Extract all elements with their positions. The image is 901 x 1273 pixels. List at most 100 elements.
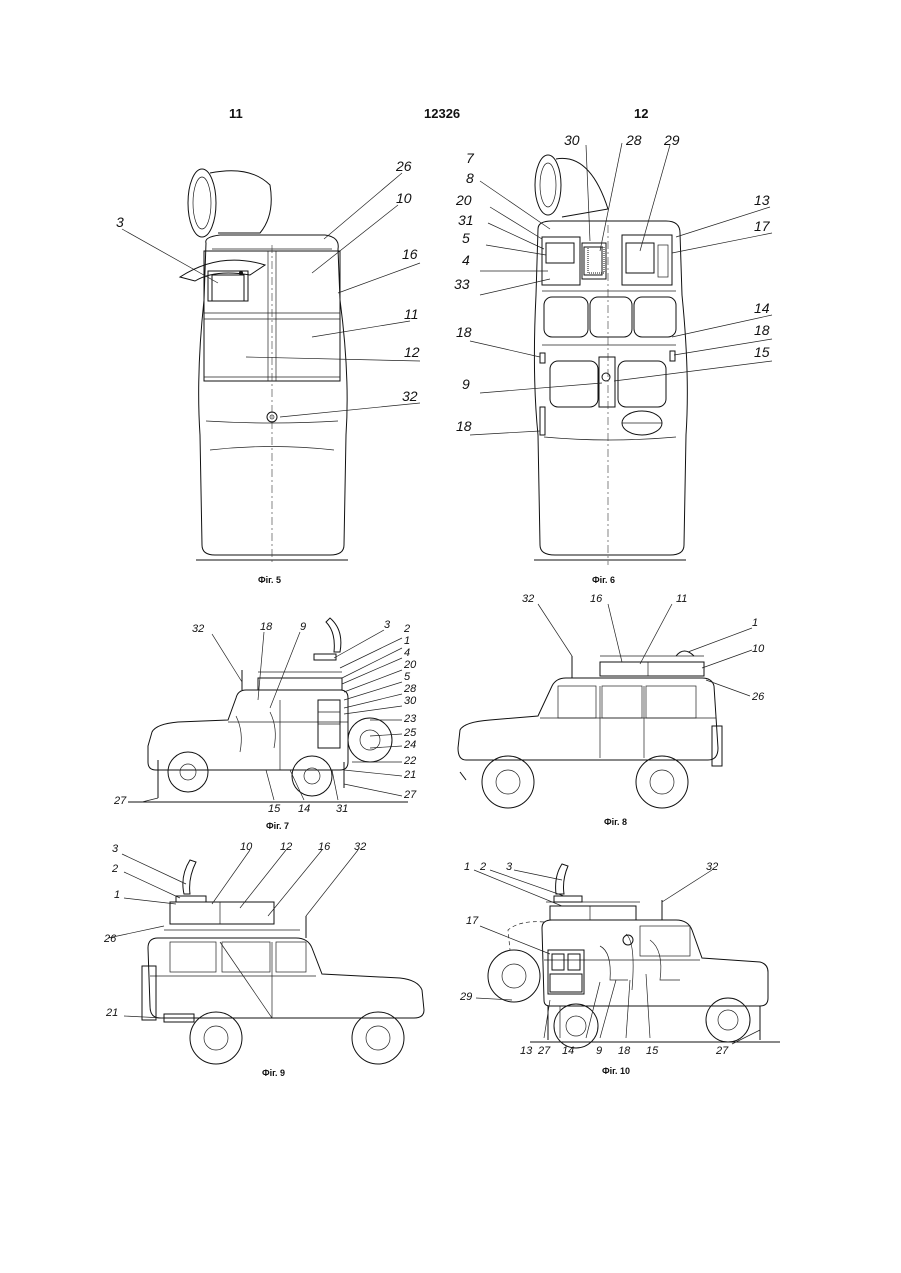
callout-2: 2 [111,863,118,875]
figure-10-side-view: 1 2 3 32 17 29 13 27 14 9 18 15 27 [450,850,790,1065]
callout-17: 17 [754,218,771,234]
callout-17: 17 [466,915,479,927]
roof-box [258,678,342,690]
callout-31: 31 [458,212,474,228]
callout-25: 25 [403,727,417,739]
callout-29: 29 [459,991,472,1003]
figure-9-side-view: 10 12 16 32 3 2 1 26 21 [100,838,440,1068]
callout-30: 30 [564,132,580,148]
callout-14: 14 [754,300,770,316]
rear-wheel [190,1012,242,1064]
caption-fig-5: Фіг. 5 [258,575,281,585]
callout-20: 20 [403,659,417,671]
callout-22: 22 [403,755,416,767]
callout-31: 31 [336,803,348,815]
callout-12: 12 [404,344,420,360]
callout-13: 13 [520,1045,533,1057]
figure-5-top-view: 26 10 3 16 11 12 32 [100,125,440,575]
callout-32: 32 [192,623,204,635]
spare-wheel-rear [348,718,392,762]
spare-wheel-shape [188,169,216,237]
rear-seat-right [634,297,676,337]
caption-fig-10: Фіг. 10 [602,1066,630,1076]
callout-16: 16 [402,246,418,262]
callout-9: 9 [596,1045,602,1057]
callout-11: 11 [676,593,687,605]
page-number-right: 12 [634,106,648,121]
callout-29: 29 [663,132,680,148]
callout-8: 8 [466,170,474,186]
front-wheel [706,998,750,1042]
callout-21: 21 [403,769,416,781]
callout-26: 26 [751,691,765,703]
callout-30: 30 [404,695,417,707]
callout-18-left: 18 [456,324,472,340]
vehicle-body-outline [199,235,347,555]
side-window-3 [646,686,696,718]
callout-9: 9 [462,376,470,392]
callout-11: 11 [404,306,419,322]
caption-fig-6: Фіг. 6 [592,575,615,585]
satellite-dish [183,860,196,894]
callout-15: 15 [646,1045,659,1057]
callout-2: 2 [479,861,486,873]
page-number-left: 11 [229,106,243,121]
callout-24: 24 [403,739,416,751]
spare-wheel-rear [488,950,540,1002]
side-window-1 [170,942,216,972]
callout-10: 10 [396,190,412,206]
callout-33: 33 [454,276,470,292]
document-number: 12326 [424,106,460,121]
callout-5: 5 [462,230,470,246]
rear-seat-center [590,297,632,337]
callout-32: 32 [402,388,418,404]
callout-28: 28 [625,132,642,148]
callout-18: 18 [260,621,273,633]
caption-fig-8: Фіг. 8 [604,817,627,827]
callout-1: 1 [464,861,470,873]
callout-5: 5 [404,671,411,683]
callout-23: 23 [403,713,417,725]
callout-32: 32 [706,861,718,873]
rear-wheel [554,1004,598,1048]
vehicle-body-outline [148,938,424,1018]
callout-28: 28 [403,683,417,695]
callout-3: 3 [116,214,124,230]
front-wheel [352,1012,404,1064]
callout-2: 2 [403,623,410,635]
callout-10: 10 [752,643,765,655]
spare-wheel-shape [535,155,561,215]
callout-3: 3 [506,861,513,873]
callout-10: 10 [240,841,253,853]
caption-fig-9: Фіг. 9 [262,1068,285,1078]
callout-27-left: 27 [537,1045,551,1057]
callout-15: 15 [268,803,281,815]
callout-16: 16 [590,593,603,605]
callout-27-left: 27 [113,795,127,807]
vehicle-body-outline [458,678,718,760]
console-unit [599,357,615,407]
rear-seat-left [544,297,588,337]
figure-6-top-view: 30 28 29 7 8 20 31 5 4 33 13 17 14 18 18… [450,125,790,575]
callout-4: 4 [404,647,410,659]
roof-box [170,902,274,924]
rear-wheel [292,756,332,796]
callout-1: 1 [404,635,410,647]
side-window-1 [640,926,690,956]
figure-7-side-view: 32 18 9 3 2 1 4 20 5 28 30 23 25 24 22 2… [108,612,440,820]
callout-7: 7 [466,150,475,166]
callout-32: 32 [354,841,366,853]
front-wheel [482,756,534,808]
callout-1: 1 [752,617,758,629]
callout-27-right: 27 [403,789,417,801]
callout-3: 3 [384,619,391,631]
callout-26: 26 [103,933,117,945]
vehicle-body-outline [542,920,768,1006]
roof-box [600,662,704,676]
callout-16: 16 [318,841,331,853]
callout-3: 3 [112,843,119,855]
callout-4: 4 [462,252,470,268]
side-window-3 [276,942,306,972]
callout-27-right: 27 [715,1045,729,1057]
vehicle-body-outline [534,221,687,555]
